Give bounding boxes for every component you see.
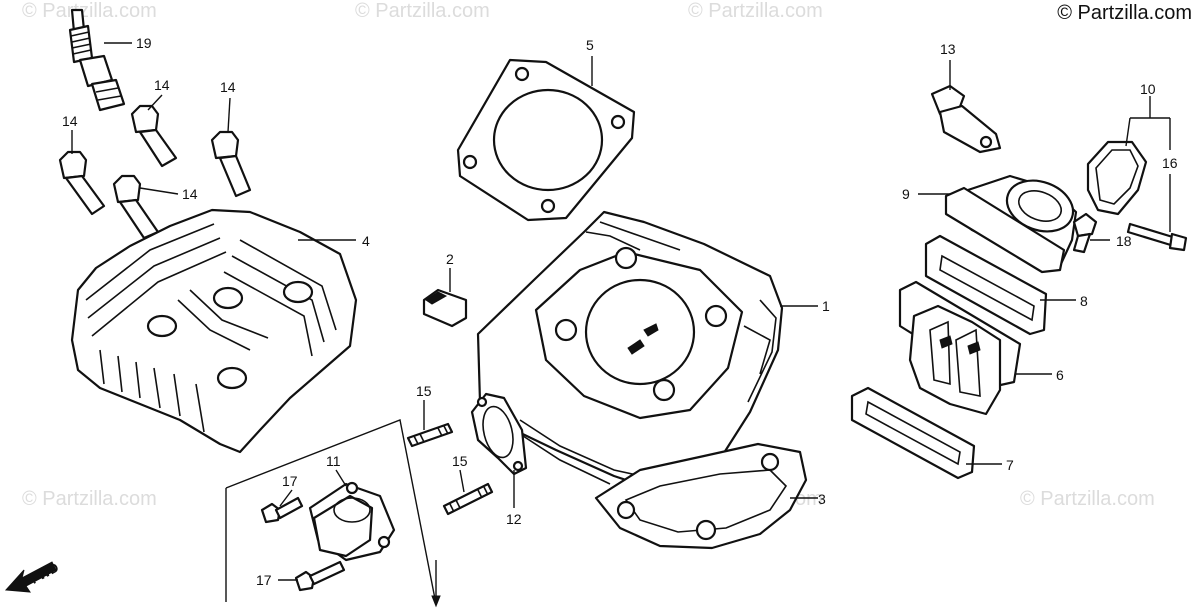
forward-label: FWD <box>28 560 61 587</box>
callout-2: 2 <box>446 251 454 267</box>
stud-2[interactable] <box>442 482 494 516</box>
cylinder[interactable] <box>476 210 784 492</box>
callout-8: 8 <box>1080 293 1088 309</box>
reed-valve-gasket[interactable] <box>924 234 1048 336</box>
watermark-bottom-left: © Partzilla.com <box>22 488 157 510</box>
flange-bolt-2[interactable] <box>294 560 346 592</box>
callout-18: 18 <box>1116 233 1132 249</box>
callout-17-a: 17 <box>282 473 298 489</box>
exhaust-detail-frame <box>225 419 437 605</box>
head-bolt-3[interactable] <box>210 130 252 198</box>
exhaust-gasket[interactable] <box>470 392 528 476</box>
callout-4: 4 <box>362 233 370 249</box>
forward-arrow-icon <box>4 561 57 593</box>
callout-17-b: 17 <box>256 572 272 588</box>
dowel-pin[interactable] <box>422 288 468 328</box>
head-bolt-2[interactable] <box>130 104 178 168</box>
intake-pipe[interactable] <box>944 172 1080 274</box>
callout-5: 5 <box>586 37 594 53</box>
hose-band[interactable] <box>1086 140 1148 216</box>
callout-9: 9 <box>902 186 910 202</box>
callout-14-b: 14 <box>220 79 236 95</box>
watermark-top-left: © Partzilla.com <box>22 0 157 22</box>
cylinder-head[interactable] <box>70 208 358 454</box>
callout-12: 12 <box>506 511 522 527</box>
flange-bolt-1[interactable] <box>260 496 304 524</box>
callout-3: 3 <box>818 491 826 507</box>
callout-19: 19 <box>136 35 152 51</box>
band-screw[interactable] <box>1126 222 1188 252</box>
copyright-notice: © Partzilla.com <box>1057 2 1192 24</box>
spark-plug[interactable] <box>68 8 126 112</box>
watermark-bottom-right: © Partzilla.com <box>1020 488 1155 510</box>
base-gasket[interactable] <box>594 442 808 550</box>
callout-14-a: 14 <box>154 77 170 93</box>
stud-1[interactable] <box>406 422 454 448</box>
callout-10: 10 <box>1140 81 1156 97</box>
callout-14-c: 14 <box>62 113 78 129</box>
reed-valve[interactable] <box>898 280 1022 416</box>
pipe-bolt[interactable] <box>1072 212 1098 254</box>
head-bolt-4[interactable] <box>112 174 160 240</box>
callout-13: 13 <box>940 41 956 57</box>
head-gasket[interactable] <box>456 58 636 222</box>
head-bolt-1[interactable] <box>58 150 106 216</box>
callout-11: 11 <box>326 453 341 469</box>
callout-15-b: 15 <box>452 453 468 469</box>
callout-1: 1 <box>822 298 830 314</box>
hose-clamp[interactable] <box>930 84 1002 154</box>
watermark-top-center-left: © Partzilla.com <box>355 0 490 22</box>
watermark-top-center-right: © Partzilla.com <box>688 0 823 22</box>
callout-15-a: 15 <box>416 383 432 399</box>
callout-labels: 19 14 14 14 14 4 5 2 1 3 15 15 12 11 17 … <box>62 35 1178 588</box>
exhaust-flange[interactable] <box>308 481 396 562</box>
callout-14-d: 14 <box>182 186 198 202</box>
callout-16: 16 <box>1162 155 1178 171</box>
callout-6: 6 <box>1056 367 1064 383</box>
callout-7: 7 <box>1006 457 1014 473</box>
intake-gasket[interactable] <box>850 386 976 480</box>
leader-lines <box>71 42 1171 608</box>
